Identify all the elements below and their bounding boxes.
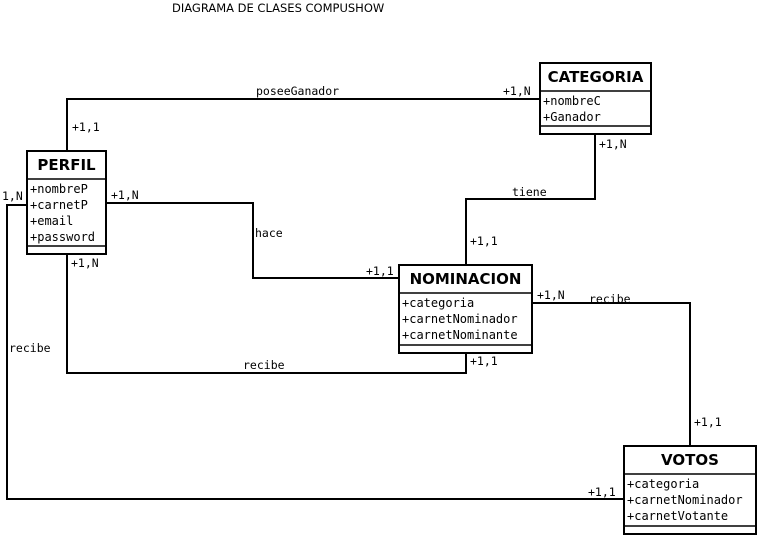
class-attribute: +carnetNominante — [402, 328, 518, 342]
association-line-posee-ganador — [66, 98, 540, 151]
class-attribute: +carnetNominador — [627, 493, 743, 507]
association-line-recibe-perfil-nominacion — [66, 254, 467, 374]
class-attribute: +password — [30, 230, 95, 244]
multiplicity-label: +1,N — [71, 256, 99, 270]
multiplicity-label: 1,N — [2, 189, 23, 203]
class-attribute: +categoria — [402, 296, 474, 310]
class-box-votos[interactable]: VOTOS +categoria +carnetNominador +carne… — [623, 445, 757, 535]
class-attribute: +Ganador — [543, 110, 601, 124]
association-line-recibe-nominacion-votos — [532, 302, 691, 446]
multiplicity-label: +1,N — [537, 288, 565, 302]
multiplicity-label: +1,N — [503, 84, 531, 98]
multiplicity-label: +1,1 — [72, 120, 100, 134]
diagram-title: DIAGRAMA DE CLASES COMPUSHOW — [172, 1, 384, 15]
class-name: NOMINACION — [410, 270, 522, 288]
multiplicity-label: +1,1 — [470, 354, 498, 368]
association-line-hace — [106, 202, 399, 279]
class-box-categoria[interactable]: CATEGORIA +nombreC +Ganador — [539, 62, 652, 135]
class-name: CATEGORIA — [548, 68, 644, 86]
multiplicity-label: +1,N — [111, 188, 139, 202]
class-name: VOTOS — [661, 451, 719, 469]
class-attribute: +categoria — [627, 477, 699, 491]
association-line-recibe-perfil-votos — [6, 204, 624, 500]
class-attribute: +email — [30, 214, 73, 228]
association-label-recibe: recibe — [589, 292, 631, 306]
class-attribute: +nombreC — [543, 94, 601, 108]
class-name: PERFIL — [37, 156, 96, 174]
association-label-tiene: tiene — [512, 185, 547, 199]
multiplicity-label: +1,N — [599, 137, 627, 151]
association-label-hace: hace — [255, 226, 283, 240]
multiplicity-label: +1,1 — [694, 415, 722, 429]
class-attribute: +nombreP — [30, 182, 88, 196]
multiplicity-label: +1,1 — [366, 264, 394, 278]
class-attribute: +carnetVotante — [627, 509, 728, 523]
class-attribute: +carnetNominador — [402, 312, 518, 326]
class-box-perfil[interactable]: PERFIL +nombreP +carnetP +email +passwor… — [26, 150, 107, 255]
multiplicity-label: +1,1 — [588, 485, 616, 499]
multiplicity-label: +1,1 — [470, 234, 498, 248]
class-box-nominacion[interactable]: NOMINACION +categoria +carnetNominador +… — [398, 264, 533, 354]
association-label-posee-ganador: poseeGanador — [256, 84, 339, 98]
association-label-recibe: recibe — [9, 341, 51, 355]
class-attribute: +carnetP — [30, 198, 88, 212]
association-line-tiene — [465, 134, 596, 265]
association-label-recibe: recibe — [243, 358, 285, 372]
